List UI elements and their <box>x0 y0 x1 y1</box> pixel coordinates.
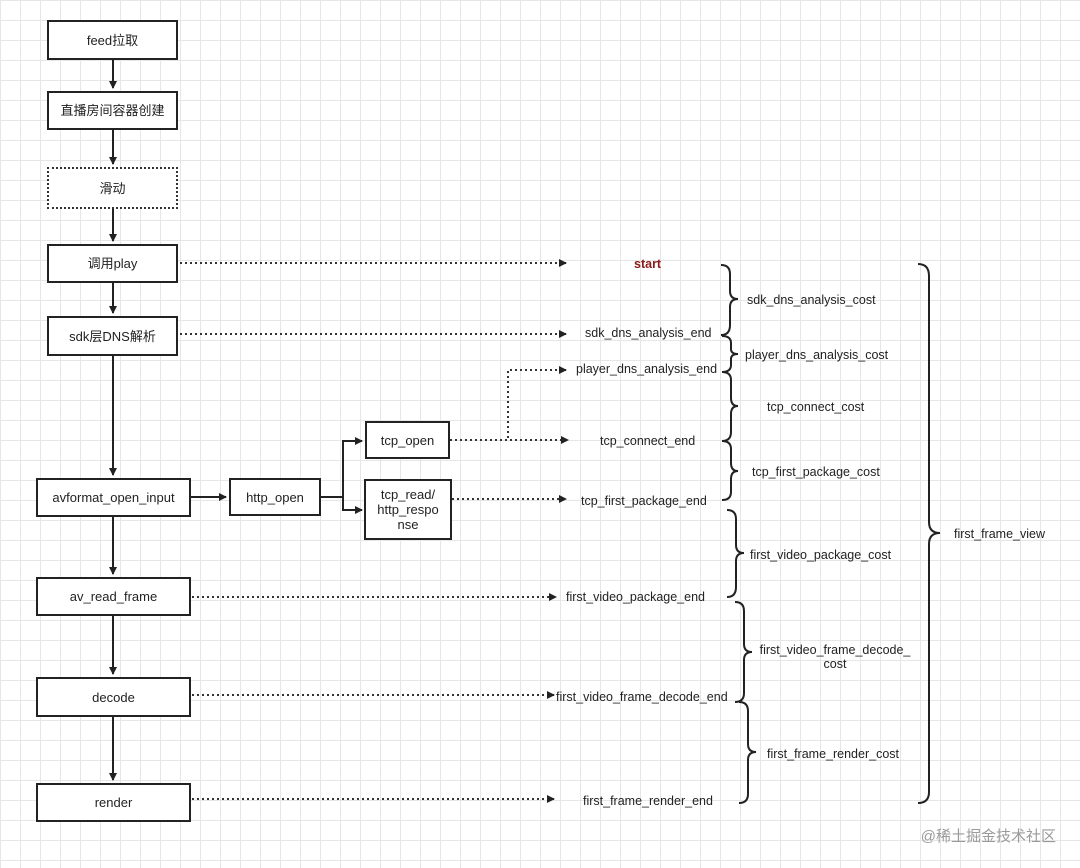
cost-first-video-frame-decode: first_video_frame_decode_ cost <box>759 643 911 671</box>
dotted-tcpopen-playerdns <box>450 366 567 441</box>
brace-first-video-package <box>726 509 745 598</box>
node-feed[interactable]: feed拉取 <box>47 20 178 60</box>
event-first-video-frame-decode-end: first_video_frame_decode_end <box>556 690 728 704</box>
node-slide[interactable]: 滑动 <box>47 167 178 209</box>
brace-tcp-connect <box>721 371 739 442</box>
event-player-dns-analysis-end: player_dns_analysis_end <box>576 362 718 376</box>
event-first-video-package-end: first_video_package_end <box>566 590 705 604</box>
cost-first-video-package: first_video_package_cost <box>750 548 892 562</box>
watermark: @稀土掘金技术社区 <box>920 828 1056 845</box>
node-tcp-open[interactable]: tcp_open <box>365 421 450 459</box>
cost-tcp-connect: tcp_connect_cost <box>767 400 865 414</box>
node-container-create[interactable]: 直播房间容器创建 <box>47 91 178 130</box>
node-call-play[interactable]: 调用play <box>47 244 178 283</box>
node-avformat-open-input[interactable]: avformat_open_input <box>36 478 191 517</box>
brace-first-frame-view <box>917 263 941 804</box>
cost-tcp-first-package: tcp_first_package_cost <box>752 465 880 479</box>
arrow-http-tcpread <box>342 497 363 514</box>
event-sdk-dns-analysis-end: sdk_dns_analysis_end <box>585 326 712 340</box>
event-tcp-connect-end: tcp_connect_end <box>600 434 696 448</box>
arrow-http-tcpopen <box>321 437 363 498</box>
node-sdk-dns[interactable]: sdk层DNS解析 <box>47 316 178 356</box>
cost-first-frame-view: first_frame_view <box>954 527 1045 541</box>
cost-player-dns-analysis: player_dns_analysis_cost <box>745 348 889 362</box>
event-tcp-first-package-end: tcp_first_package_end <box>581 494 707 508</box>
node-av-read-frame[interactable]: av_read_frame <box>36 577 191 616</box>
brace-render-cost <box>738 701 757 804</box>
brace-sdk-dns <box>720 264 739 336</box>
cost-first-frame-render: first_frame_render_cost <box>767 747 900 761</box>
brace-tcp-first-package <box>721 440 739 501</box>
event-first-frame-render-end: first_frame_render_end <box>583 794 713 808</box>
brace-decode-cost <box>734 601 753 703</box>
node-tcp-read[interactable]: tcp_read/ http_respo nse <box>364 479 452 540</box>
node-render[interactable]: render <box>36 783 191 822</box>
cost-sdk-dns-analysis: sdk_dns_analysis_cost <box>747 293 876 307</box>
brace-player-dns <box>721 335 739 373</box>
node-decode[interactable]: decode <box>36 677 191 717</box>
node-http-open[interactable]: http_open <box>229 478 321 516</box>
event-start: start <box>634 257 662 271</box>
